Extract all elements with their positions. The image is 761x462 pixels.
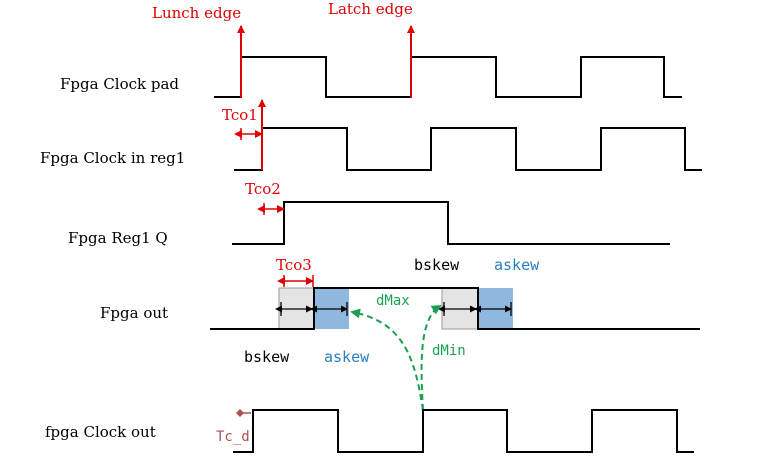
signal-label-clock-out: fpga Clock out [45, 423, 156, 441]
waveform-fpga-out [210, 287, 700, 330]
tco3-label: Tco3 [276, 256, 312, 274]
askew-label-top: askew [494, 256, 540, 274]
bskew-label-bottom: bskew [244, 348, 290, 366]
latch-edge-label: Latch edge [328, 0, 413, 18]
signal-label-clock-pad: Fpga Clock pad [60, 75, 179, 93]
tco1-label: Tco1 [222, 106, 258, 124]
tc-d-diamond [236, 409, 244, 417]
tco2-label: Tco2 [245, 180, 281, 198]
waveform-reg1-q [232, 201, 670, 245]
dmax-label: dMax [376, 293, 410, 309]
tc-d-label: Tc_d [216, 429, 250, 445]
dmin-label: dMin [432, 343, 466, 359]
dmax-curve [350, 308, 424, 411]
dmin-curve [420, 304, 442, 411]
askew-label-bottom: askew [324, 348, 370, 366]
waveform-clock-pad [214, 56, 682, 98]
signal-label-reg1-q: Fpga Reg1 Q [68, 229, 168, 247]
waveform-clock-out [233, 409, 694, 453]
bskew-label-top: bskew [414, 256, 460, 274]
waveform-clock-reg1 [234, 127, 702, 171]
launch-edge-label: Lunch edge [152, 4, 241, 22]
signal-label-fpga-out: Fpga out [100, 304, 168, 322]
signal-label-clock-reg1: Fpga Clock in reg1 [40, 149, 185, 167]
